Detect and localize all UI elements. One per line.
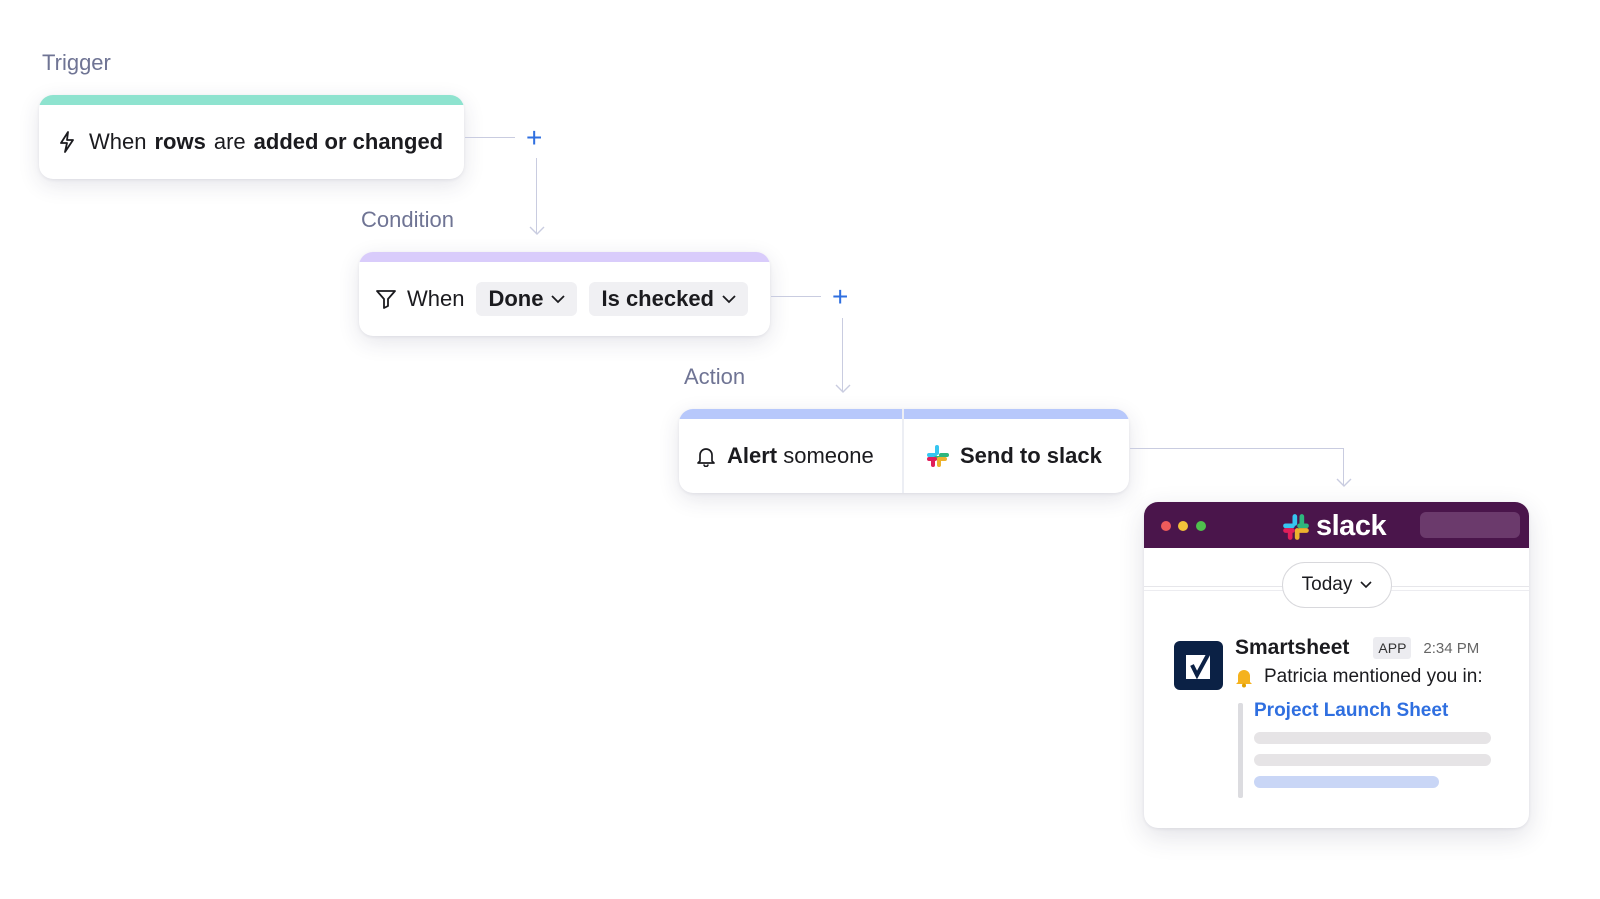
message-body: Patricia mentioned you in: [1234,666,1483,688]
smartsheet-avatar[interactable] [1174,641,1223,690]
bell-icon [695,445,717,467]
trigger-text-are: are [213,129,246,154]
action-connector-down-line [1343,448,1344,486]
add-step-button-1[interactable]: + [526,122,543,153]
chevron-down-icon [551,294,566,303]
bell-emoji-icon [1236,669,1252,687]
arrow-down-icon [835,384,851,393]
date-filter-dropdown[interactable]: Today [1282,562,1392,608]
condition-section-label: Condition [361,207,454,232]
add-step-button-2[interactable]: + [832,281,849,312]
chevron-down-icon [1360,581,1372,589]
message-sender[interactable]: Smartsheet [1235,636,1350,659]
slack-logo-icon [1283,513,1309,540]
condition-text-when: When [407,286,465,311]
condition-field-dropdown[interactable]: Done [476,282,578,316]
slack-wordmark: slack [1316,510,1387,542]
slack-brand: slack [1282,510,1387,543]
slack-window: slack Today Smartsheet APP 2:34 PM Patri… [1144,502,1529,828]
condition-field-value: Done [488,286,544,311]
message-time: 2:34 PM [1423,639,1480,657]
trigger-text-rows: rows [154,129,206,154]
attachment-bar [1238,703,1243,798]
trigger-text-added-or-changed: added or changed [253,129,444,154]
date-filter-label: Today [1301,574,1353,595]
trigger-card[interactable]: When rows are added or changed [39,95,464,179]
window-close-dot[interactable] [1161,521,1171,531]
slack-logo-icon [926,444,950,468]
message-header: Smartsheet APP 2:34 PM [1235,636,1479,660]
action-section-label: Action [684,364,746,389]
action-card[interactable]: Alert someone Send to slack [679,409,1129,493]
condition-card-accent-bar [359,252,770,262]
condition-connector-line [771,296,821,297]
smartsheet-logo-icon [1185,650,1212,679]
arrow-down-icon [1336,478,1352,487]
slack-search-bar[interactable] [1420,512,1520,538]
placeholder-line-2 [1254,754,1491,766]
placeholder-line-1 [1254,732,1491,744]
send-to-slack-label: Send to slack [960,443,1102,468]
condition-connector-down-line [842,318,843,392]
action-connector-line [1130,448,1344,449]
trigger-connector-line [465,137,515,138]
lightning-icon [57,131,77,153]
send-to-slack-action[interactable]: Send to slack [904,419,1129,493]
window-maximize-dot[interactable] [1196,521,1206,531]
trigger-connector-down-line [536,158,537,234]
app-badge: APP [1373,637,1412,659]
filter-icon [375,288,397,310]
slack-header: slack [1144,502,1529,548]
action-card-accent-bar [679,409,1129,419]
message-text: Patricia mentioned you in: [1264,666,1483,687]
chevron-down-icon [722,294,736,303]
alert-someone-action[interactable]: Alert someone [679,419,918,493]
condition-operator-value: Is checked [601,286,714,311]
project-sheet-link[interactable]: Project Launch Sheet [1254,700,1449,721]
alert-label-rest: someone [783,443,874,468]
alert-label-bold: Alert [727,443,778,468]
placeholder-line-3 [1254,776,1439,788]
trigger-card-accent-bar [39,95,464,105]
trigger-section-label: Trigger [42,50,111,75]
arrow-down-icon [529,226,545,235]
action-divider [902,409,904,493]
trigger-text-when: When [89,129,147,154]
window-minimize-dot[interactable] [1178,521,1188,531]
condition-card[interactable]: When Done Is checked [359,252,770,336]
condition-operator-dropdown[interactable]: Is checked [589,282,748,316]
